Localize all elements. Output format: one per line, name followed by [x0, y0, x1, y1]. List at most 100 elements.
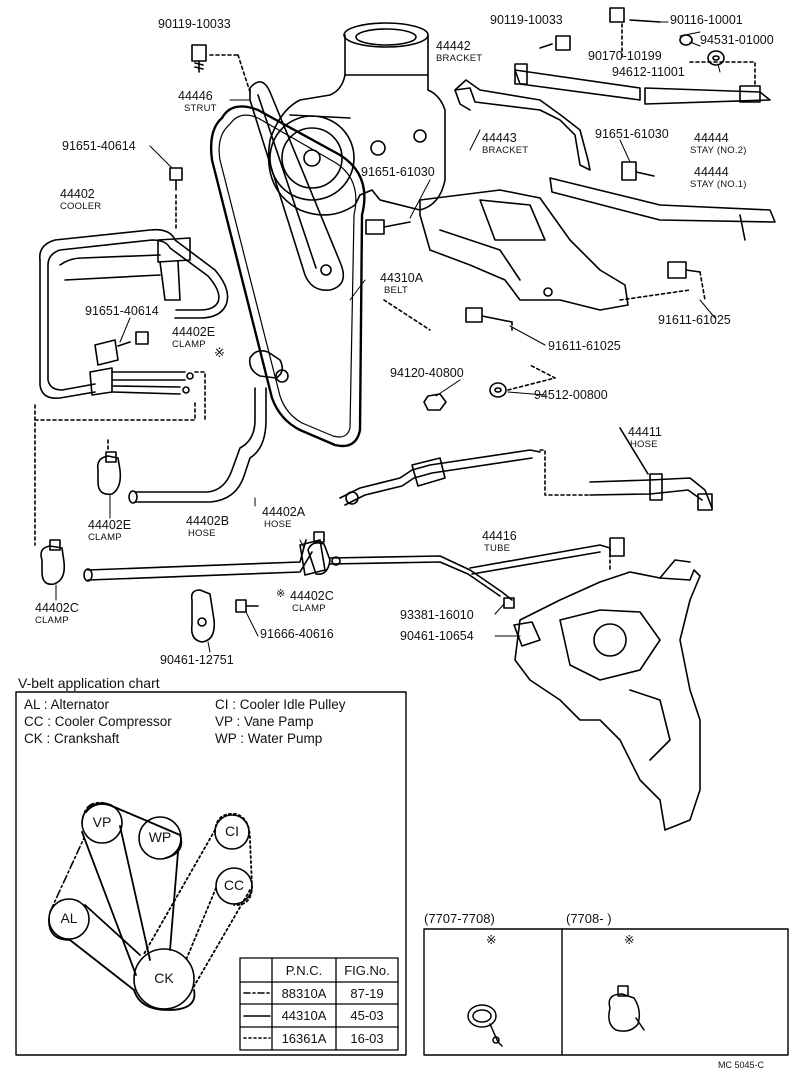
part-desc-label: TUBE [484, 543, 511, 554]
part-number-label: 44402A [262, 505, 306, 519]
inset-header-new: (7708- ) [566, 911, 612, 926]
pulley-label: WP [148, 829, 172, 845]
pulley-label: CC [223, 877, 245, 893]
nut-94120-40800 [423, 393, 447, 411]
part-desc-label: HOSE [188, 528, 216, 539]
fitting-93381-16010 [503, 597, 515, 609]
bracket-44442 [454, 79, 591, 171]
bracket-90461-12751 [190, 589, 216, 643]
legend-entry: CI : Cooler Idle Pulley [215, 697, 346, 712]
inset-star-new: ※ [624, 933, 635, 947]
part-number-label: 44402C [35, 601, 79, 615]
bolt-91651-40614-upper [169, 167, 183, 231]
bolt-90119-10033-right [539, 35, 571, 51]
part-number-label: 91651-61030 [595, 127, 669, 141]
clamp-44402E-left [96, 451, 122, 496]
inset-clamp-new [608, 985, 645, 1032]
hose-44402B [128, 387, 267, 504]
bolt-91651-40614-lower [117, 331, 149, 347]
bolt-91666-40616 [235, 599, 259, 613]
part-desc-label: CLAMP [292, 603, 326, 614]
part-number-label: 91651-40614 [62, 139, 136, 153]
bolt-90119-10033 [191, 44, 207, 73]
vane-pump-illustration [267, 22, 446, 216]
steering-gear-illustration [514, 559, 701, 831]
pulley-label: CK [154, 970, 174, 986]
belt-88310A [49, 801, 141, 913]
washer-94512-00800 [489, 382, 507, 398]
clamp-44402C-left [40, 539, 66, 586]
star-mark: ※ [276, 588, 286, 600]
bolt-91611-61025-right [667, 261, 701, 279]
belt-table-grid [239, 957, 399, 1051]
part-number-label: 44402E [172, 325, 216, 339]
part-desc-label: BRACKET [436, 53, 483, 64]
part-desc-label: STRUT [184, 103, 217, 114]
table-header-fig: FIG.No. [344, 963, 390, 978]
part-desc-label: STAY (NO.1) [690, 179, 747, 190]
part-number-label: 91611-61025 [548, 339, 621, 353]
part-desc-label: BRACKET [482, 145, 529, 156]
part-number-label: 44444 [694, 131, 729, 145]
part-desc-label: HOSE [630, 439, 658, 450]
part-number-label: 44411 [628, 425, 662, 439]
table-cell-fig: 16-03 [350, 1031, 384, 1046]
figure-code: MC 5045-C [718, 1060, 765, 1070]
part-number-label: 44446 [178, 89, 213, 103]
clip-90461-10654 [513, 621, 541, 647]
part-number-label: 91666-40616 [260, 627, 334, 641]
part-number-label: 91651-61030 [361, 165, 435, 179]
part-number-label: 93381-16010 [400, 608, 474, 622]
table-cell-pnc: 44310A [281, 1008, 327, 1023]
hose-44411-upper [339, 449, 541, 506]
inset-frame [423, 928, 789, 1056]
stay-44444-no1 [549, 177, 776, 241]
part-number-label: 94531-01000 [700, 33, 774, 47]
part-number-label: 90170-10199 [588, 49, 662, 63]
hose-44402A [83, 539, 326, 582]
hose-44411-lower [589, 473, 713, 511]
part-number-label: 44442 [436, 39, 471, 53]
legend-entry: CC : Cooler Compressor [24, 714, 172, 729]
inset-header-old: (7707-7708) [424, 911, 495, 926]
part-number-label: 90116-10001 [670, 13, 743, 27]
bracket-44443 [419, 189, 629, 311]
clamp-44402C-right [307, 531, 331, 576]
part-number-label: 90461-12751 [160, 653, 234, 667]
pulley-label: VP [92, 814, 112, 830]
legend-entry: WP : Water Pump [215, 731, 323, 746]
part-number-label: 44444 [694, 165, 729, 179]
tube-44416 [329, 537, 625, 601]
table-cell-pnc: 16361A [281, 1031, 327, 1046]
legend-entry: CK : Crankshaft [24, 731, 120, 746]
nut-94612-11001 [707, 50, 725, 66]
legend-entry: VP : Vane Pamp [215, 714, 314, 729]
leader-lines [55, 21, 721, 653]
pulley-label: AL [60, 910, 78, 926]
part-number-label: 94120-40800 [390, 366, 464, 380]
part-number-label: 44402E [88, 518, 132, 532]
legend-entry: AL : Alternator [24, 697, 110, 712]
part-desc-label: COOLER [60, 201, 102, 212]
part-number-label: 44402B [186, 514, 230, 528]
belt-table-line-samples [243, 992, 271, 1039]
clamp-44402E-right [248, 350, 289, 383]
bolt-90116-10001 [609, 7, 661, 23]
part-desc-label: CLAMP [35, 615, 69, 626]
part-number-label: 44402 [60, 187, 95, 201]
table-cell-fig: 45-03 [350, 1008, 384, 1023]
stay-44444-no2 [514, 63, 771, 105]
part-number-label: 91651-40614 [85, 304, 159, 318]
star-mark: ※ [214, 345, 225, 360]
part-number-label: 91611-61025 [658, 313, 731, 327]
part-number-label: 44443 [482, 131, 517, 145]
part-number-label: 90119-10033 [158, 17, 231, 31]
table-cell-pnc: 88310A [281, 986, 327, 1001]
bolt-91611-61025-lower [465, 307, 513, 323]
part-number-label: 44416 [482, 529, 517, 543]
part-desc-label: HOSE [264, 519, 292, 530]
vbelt-chart-title: V-belt application chart [18, 675, 160, 691]
part-desc-label: CLAMP [88, 532, 122, 543]
